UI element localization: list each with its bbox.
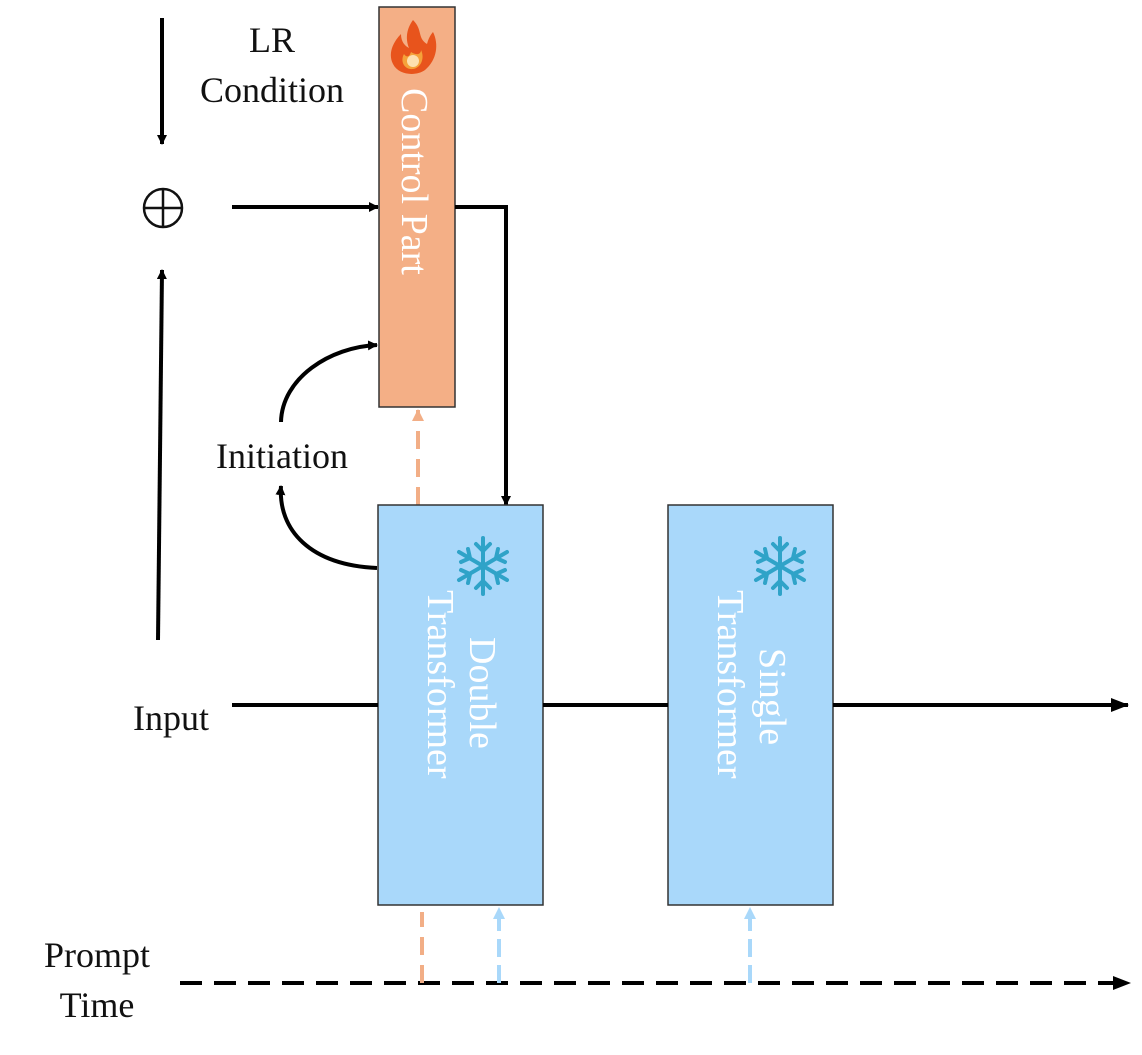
single-transformer-label-line1: Single — [751, 648, 793, 745]
lr-condition-label-line1: LR — [249, 20, 295, 60]
initiation-label: Initiation — [216, 436, 348, 476]
initiation-arrow-upper — [279, 340, 378, 423]
lr-condition-label-line2: Condition — [200, 70, 344, 110]
snowflake-icon — [754, 536, 806, 596]
double-transformer-label-line1: Double — [461, 637, 503, 749]
initiation-arrow-lower — [275, 485, 378, 570]
double-transformer-label-line2: Transformer — [419, 590, 461, 779]
skip-input-arrow — [156, 269, 167, 641]
double-transformer-block: Double Transformer — [377, 504, 544, 906]
input-label: Input — [133, 698, 209, 738]
snowflake-icon — [457, 536, 509, 596]
control-part-block: Control Part — [378, 6, 456, 408]
control-to-double-arrow — [455, 205, 511, 506]
single-transformer-label-line2: Transformer — [709, 590, 751, 779]
add-symbol — [142, 187, 184, 229]
fire-icon — [390, 20, 437, 74]
control-part-label: Control Part — [393, 88, 435, 275]
prompt-time-label-line2: Time — [60, 985, 135, 1025]
prompt-time-label-line1: Prompt — [44, 935, 150, 975]
single-transformer-block: Single Transformer — [667, 504, 834, 906]
